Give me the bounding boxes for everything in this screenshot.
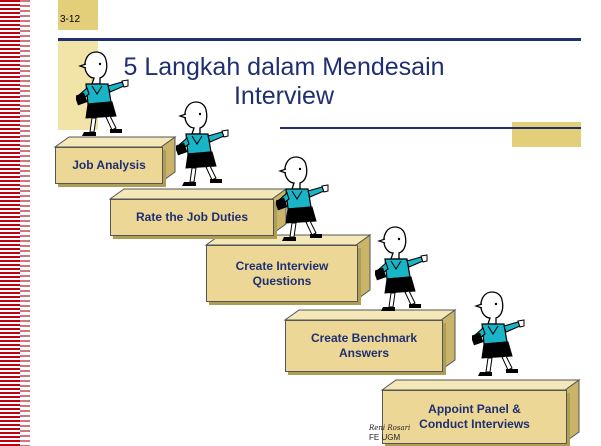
decorative-block-right: [512, 122, 581, 147]
step-create-benchmark-answers: Create Benchmark Answers: [285, 320, 443, 372]
left-decorative-stripe: [0, 0, 20, 446]
walking-figure-3: [276, 156, 329, 242]
step-2-top: [108, 188, 288, 200]
step-create-interview-questions: Create Interview Questions: [206, 245, 358, 302]
step-rate-job-duties: Rate the Job Duties: [110, 199, 274, 236]
title-rule: [280, 127, 581, 129]
slide-title-line2: Interview: [233, 82, 335, 110]
walking-figure-5: [472, 291, 525, 377]
walking-figure-4: [375, 226, 428, 312]
decorative-block-top: [58, 0, 98, 30]
footer-credit: Reni Rosari FE UGM: [369, 424, 410, 442]
step-job-analysis: Job Analysis: [55, 147, 163, 184]
slide-title: 5 Langkah dalam Mendesain Interview: [118, 53, 450, 111]
step-5-top: [380, 379, 581, 391]
step-5-side: [564, 379, 580, 443]
header-rule: [58, 38, 581, 41]
left-decorative-stripe-inner: [20, 0, 30, 446]
author-org: FE UGM: [369, 433, 401, 442]
step-3-side: [355, 234, 371, 301]
slide-number: 3-12: [60, 14, 81, 25]
step-appoint-panel: Appoint Panel & Conduct Interviews: [382, 390, 567, 444]
walking-figure-1: [76, 51, 129, 137]
walking-figure-2: [176, 101, 229, 187]
slide-title-line1: 5 Langkah dalam Mendesain: [123, 53, 445, 81]
author-signature: Reni Rosari: [369, 424, 411, 432]
